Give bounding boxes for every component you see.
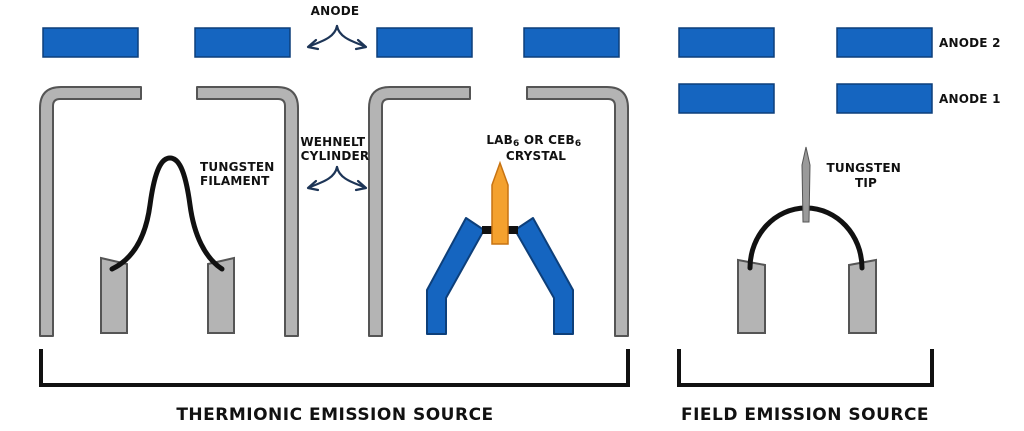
thermionic-anode-plates — [42, 27, 620, 58]
anode-double-arrow-icon — [306, 24, 368, 51]
thermionic-source-label: THERMIONIC EMISSION SOURCE — [176, 405, 493, 425]
wehnelt-cylinder-1-left-wall — [39, 86, 142, 337]
anode-plate-3 — [376, 27, 473, 58]
wehnelt-cylinder-2-left-wall — [368, 86, 471, 337]
anode-1-plate-left — [678, 83, 775, 114]
tungsten-filament-label: TUNGSTEN FILAMENT — [200, 160, 279, 188]
anode-plate-1 — [42, 27, 139, 58]
filament-post-right — [207, 256, 235, 334]
tungsten-filament-source — [100, 155, 235, 334]
tungsten-tip-label: TUNGSTEN TIP — [827, 161, 906, 190]
lab6-crystal — [491, 160, 509, 245]
field-anode-plates — [678, 27, 933, 114]
wehnelt-label: WEHNELT CYLINDER — [300, 135, 369, 163]
anode-plate-4 — [523, 27, 620, 58]
wehnelt-cylinder-1 — [39, 86, 299, 337]
anode-plate-2 — [194, 27, 291, 58]
field-emission-tip-source — [737, 146, 877, 334]
filament-post-left — [100, 256, 128, 334]
lab6-label: LAB6 OR CEB6 CRYSTAL — [486, 133, 585, 163]
crystal-holder-right — [514, 217, 574, 335]
tungsten-tip — [801, 146, 811, 223]
anode-2-plate-right — [836, 27, 933, 58]
lab6-crystal-source — [426, 160, 574, 335]
field-source-label: FIELD EMISSION SOURCE — [681, 405, 929, 425]
anode-2-label: ANODE 2 — [939, 36, 1001, 50]
anode-1-plate-right — [836, 83, 933, 114]
tip-post-right — [848, 258, 877, 334]
thermionic-bracket — [39, 349, 630, 387]
wehnelt-cylinder-2-right-wall — [526, 86, 629, 337]
anode-1-label: ANODE 1 — [939, 92, 1001, 106]
tungsten-filament-wire — [109, 155, 225, 272]
wehnelt-cylinder-1-right-wall — [196, 86, 299, 337]
tip-post-left — [737, 258, 766, 334]
anode-2-plate-left — [678, 27, 775, 58]
field-bracket — [677, 349, 934, 387]
wehnelt-double-arrow-icon — [306, 165, 368, 192]
wehnelt-cylinder-2 — [368, 86, 629, 337]
anode-label: ANODE — [311, 4, 360, 18]
crystal-holder-left — [426, 217, 485, 335]
